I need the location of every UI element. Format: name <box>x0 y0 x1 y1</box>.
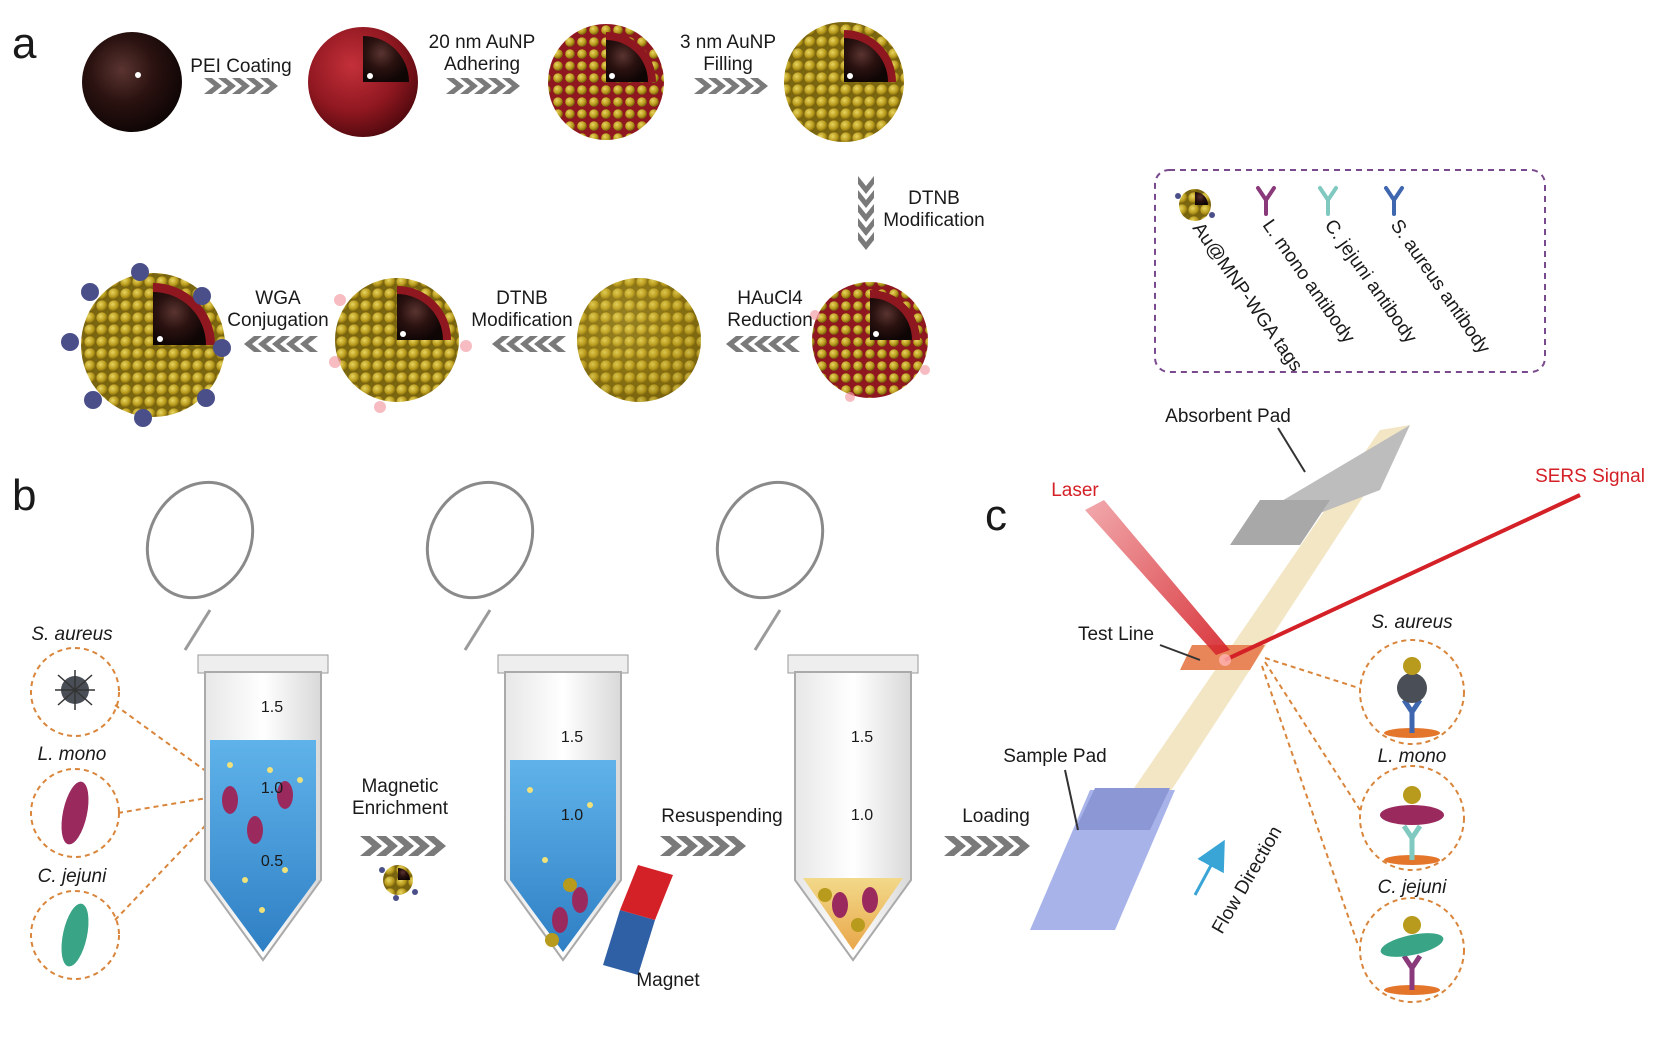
bare-mnp-sphere <box>82 32 182 132</box>
sers-signal-beam <box>1219 493 1581 666</box>
step-magnetic-line1: Magnetic <box>361 776 438 797</box>
legend-saureus-antibody-icon <box>1384 186 1404 216</box>
step-loading-label: Loading <box>962 806 1030 827</box>
step-haucl4-reduction-line1: HAuCl4 <box>737 288 803 309</box>
legend-box: Au@MNP-WGA tags L. mono antibody C. jeju… <box>1154 169 1546 376</box>
bacteria-label-saureus: S. aureus <box>31 624 113 645</box>
chevron-left-arrow-icon <box>726 336 800 352</box>
step-resuspending-label: Resuspending <box>661 806 782 827</box>
capture-label-lmono: L. mono <box>1378 746 1447 767</box>
step-dtnb-modification-2-line2: Modification <box>471 310 572 331</box>
flow-direction-arrow-icon <box>1193 839 1225 896</box>
wga-conjugated-sphere <box>61 263 231 427</box>
panel-label-b: b <box>12 471 36 520</box>
step-dtnb-modification-line1: DTNB <box>908 188 960 209</box>
step-dtnb-modification-line2: Modification <box>883 210 984 231</box>
dtnb-modified-filled-sphere <box>810 282 930 402</box>
tube3-mark-10: 1.0 <box>851 807 873 824</box>
capture-callout-cjejuni <box>1359 897 1465 1003</box>
test-line-label: Test Line <box>1078 624 1154 645</box>
chevron-arrow-icon <box>446 78 520 94</box>
gold-shell-sphere <box>577 278 701 402</box>
legend-lmono-antibody-icon <box>1256 186 1276 216</box>
step-wga-conjugation-line1: WGA <box>255 288 301 309</box>
sample-pad-pointer <box>1064 769 1079 831</box>
legend-cjejuni-antibody-icon <box>1318 186 1338 216</box>
bacteria-callout-saureus <box>30 647 120 737</box>
legend-tag-icon <box>1175 189 1215 221</box>
magnet-label: Magnet <box>636 970 700 991</box>
sers-signal-label: SERS Signal <box>1535 466 1645 487</box>
tag-icon <box>379 865 418 901</box>
chevron-left-arrow-icon <box>492 336 566 352</box>
step-aunp-filling-line2: Filling <box>703 54 753 75</box>
step-wga-conjugation-line2: Conjugation <box>227 310 328 331</box>
chevron-arrow-icon <box>660 836 746 856</box>
tube2-mark-15: 1.5 <box>561 729 583 746</box>
panel-label-c: c <box>985 491 1007 540</box>
laser-label: Laser <box>1051 480 1099 501</box>
step-dtnb-modification-2-line1: DTNB <box>496 288 548 309</box>
magnet-icon <box>603 865 673 975</box>
chevron-arrow-icon <box>360 836 446 856</box>
chevron-arrow-icon <box>944 836 1030 856</box>
bacteria-label-lmono: L. mono <box>38 744 107 765</box>
tube1-mark-10: 1.0 <box>261 780 283 797</box>
absorbent-pad-pointer <box>1277 427 1306 473</box>
test-line-pointer <box>1159 644 1201 661</box>
capture-connector-lines <box>1261 657 1366 946</box>
step-aunp-adhering-line1: 20 nm AuNP <box>429 32 536 53</box>
bacteria-callout-cjejuni <box>30 890 120 980</box>
step-magnetic-line2: Enrichment <box>352 798 449 819</box>
capture-callout-lmono <box>1359 765 1465 871</box>
aunp-adhered-sphere <box>548 24 664 140</box>
lateral-flow-strip <box>1030 425 1410 930</box>
step-aunp-filling-line1: 3 nm AuNP <box>680 32 776 53</box>
tube-enrichment <box>425 480 629 962</box>
chevron-down-arrow-icon <box>858 176 874 250</box>
capture-callout-saureus <box>1359 639 1465 745</box>
tube-sample <box>145 480 329 962</box>
tube3-mark-15: 1.5 <box>851 729 873 746</box>
absorbent-pad-label: Absorbent Pad <box>1165 406 1291 427</box>
tube1-mark-15: 1.5 <box>261 699 283 716</box>
capture-label-saureus: S. aureus <box>1371 612 1453 633</box>
capture-label-cjejuni: C. jejuni <box>1378 877 1447 898</box>
chevron-left-arrow-icon <box>244 336 318 352</box>
flow-direction-label: Flow Direction <box>1208 823 1286 938</box>
chevron-arrow-icon <box>694 78 768 94</box>
step-haucl4-reduction-line2: Reduction <box>727 310 813 331</box>
panel-label-a: a <box>12 19 37 68</box>
tube-resuspended <box>715 480 919 962</box>
pei-coated-sphere <box>308 27 418 137</box>
step-aunp-adhering-line2: Adhering <box>444 54 520 75</box>
sample-pad-label: Sample Pad <box>1003 746 1107 767</box>
chevron-arrow-icon <box>204 78 278 94</box>
step-pei-coating-label: PEI Coating <box>190 56 291 77</box>
aunp-filled-sphere <box>784 22 904 142</box>
laser-beam <box>1085 500 1230 655</box>
dtnb-gold-shell-sphere <box>329 278 472 413</box>
bacteria-label-cjejuni: C. jejuni <box>38 866 107 887</box>
tube2-mark-10: 1.0 <box>561 807 583 824</box>
tube1-mark-05: 0.5 <box>261 853 283 870</box>
bacteria-callout-lmono <box>30 768 120 858</box>
